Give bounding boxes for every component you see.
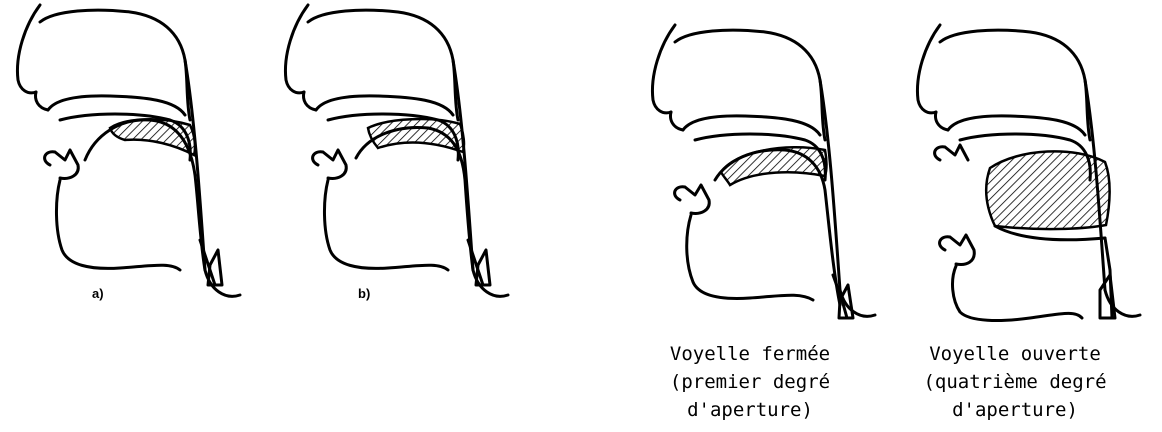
figure-label: a) <box>92 286 104 301</box>
figure-caption: Voyelle ouverte (quatrième degré d'apert… <box>900 340 1130 424</box>
vocal-tract-diagram <box>900 0 1150 330</box>
vocal-tract-diagram <box>635 0 885 330</box>
figure-b: b) <box>268 0 518 300</box>
vocal-tract-diagram <box>268 0 518 300</box>
figure-caption: Voyelle fermée (premier degré d'aperture… <box>635 340 865 424</box>
figure-a: a) <box>0 0 250 300</box>
vocal-tract-diagram <box>0 0 250 300</box>
figure-open-vowel: Voyelle ouverte (quatrième degré d'apert… <box>900 0 1150 330</box>
figure-label: b) <box>358 286 370 301</box>
figure-closed-vowel: Voyelle fermée (premier degré d'aperture… <box>635 0 885 330</box>
